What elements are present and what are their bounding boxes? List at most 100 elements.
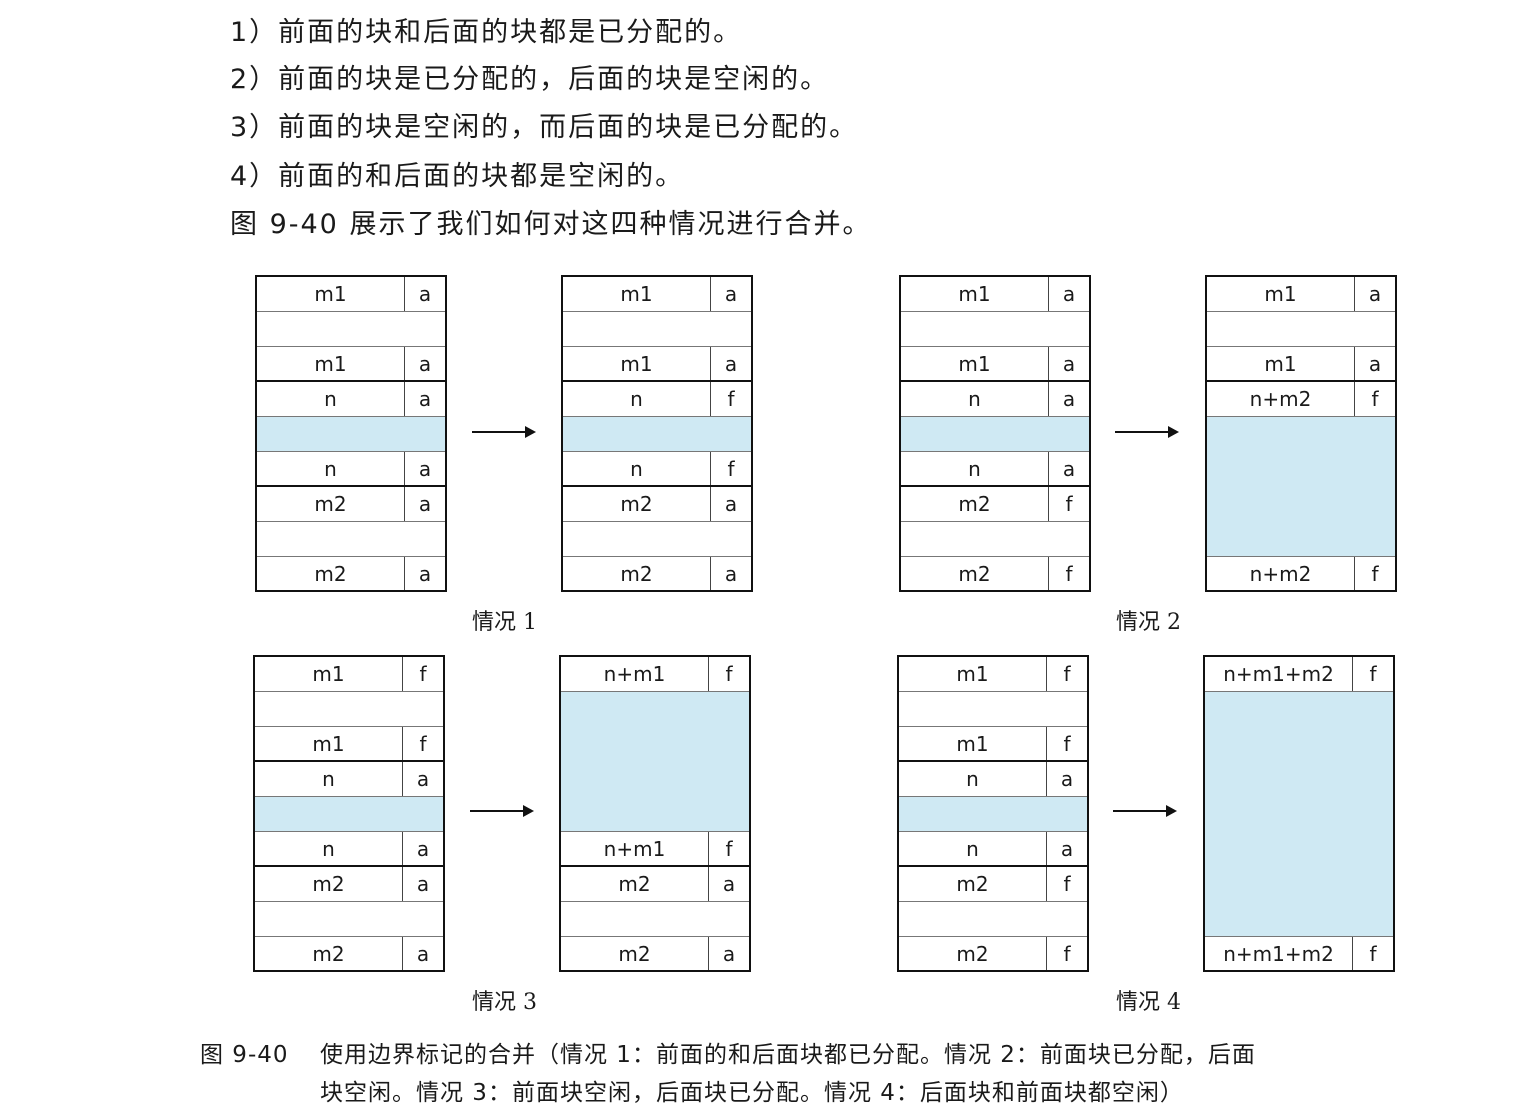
block-payload [899, 902, 1087, 937]
tag-alloc-flag: a [724, 352, 738, 376]
figure-caption-line-2: 块空闲。情况 3：前面块空闲，后面块已分配。情况 4：后面块和前面块都空闲） [320, 1080, 1184, 1106]
tag-alloc-flag: f [1371, 562, 1379, 586]
tag-size: n [563, 382, 711, 416]
tag-alloc-flag: a [416, 767, 430, 791]
tag-alloc-flag: f [727, 387, 735, 411]
free-payload [255, 797, 443, 832]
tag-size: n [901, 382, 1049, 416]
tag-size: m2 [901, 487, 1049, 521]
tag-size: n [899, 762, 1047, 796]
figure-caption-line-1: 使用边界标记的合并（情况 1：前面的和后面块都已分配。情况 2：前面块已分配，后… [320, 1042, 1256, 1068]
tag-alloc-flag: a [722, 872, 736, 896]
boundary-tag: m1 a [257, 347, 445, 382]
tag-alloc-flag: a [724, 492, 738, 516]
block-payload [563, 312, 751, 347]
tag-size: m1 [257, 347, 405, 380]
intro-item-3: 3）前面的块是空闲的，而后面的块是已分配的。 [230, 112, 859, 143]
tag-size: m1 [899, 657, 1047, 691]
free-payload [257, 417, 445, 452]
block-payload [901, 522, 1089, 557]
free-payload [901, 417, 1089, 452]
tag-size: m2 [563, 557, 711, 590]
block-payload [1207, 312, 1395, 347]
tag-size: m1 [901, 347, 1049, 380]
tag-alloc-flag: a [1368, 282, 1382, 306]
block-payload [563, 522, 751, 557]
tag-alloc-flag: a [418, 352, 432, 376]
tag-size: m2 [561, 937, 709, 970]
tag-alloc-flag: a [1062, 282, 1076, 306]
tag-alloc-flag: a [1062, 457, 1076, 481]
intro-item-2: 2）前面的块是已分配的，后面的块是空闲的。 [230, 64, 830, 95]
tag-size: m1 [255, 657, 403, 691]
boundary-tag: m2 a [257, 557, 445, 592]
tag-size: m1 [257, 277, 405, 311]
block-payload [255, 692, 443, 727]
block-payload [255, 902, 443, 937]
block-payload [257, 312, 445, 347]
tag-alloc-flag: f [419, 662, 427, 686]
tag-alloc-flag: a [418, 387, 432, 411]
arrow-case-2 [1115, 426, 1179, 438]
boundary-tag: n+m2 f [1207, 382, 1395, 417]
tag-size: n [257, 452, 405, 485]
tag-alloc-flag: f [725, 662, 733, 686]
arrow-case-3 [470, 805, 534, 817]
tag-alloc-flag: a [416, 872, 430, 896]
tag-size: m2 [899, 867, 1047, 901]
tag-size: n+m1+m2 [1205, 937, 1353, 970]
tag-size: n+m2 [1207, 382, 1355, 416]
merged-free-payload [1207, 417, 1395, 557]
boundary-tag: m1 a [901, 347, 1089, 382]
tag-size: n+m1 [561, 832, 709, 865]
tag-size: m2 [255, 937, 403, 970]
case-label-4: 情况 4 [1116, 990, 1181, 1015]
tag-alloc-flag: a [722, 942, 736, 966]
tag-alloc-flag: a [1062, 387, 1076, 411]
free-payload [899, 797, 1087, 832]
figure-number: 图 9-40 [200, 1042, 289, 1068]
tag-alloc-flag: f [419, 732, 427, 756]
case-label-3: 情况 3 [472, 990, 537, 1015]
tag-size: n [255, 762, 403, 796]
tag-size: m2 [257, 557, 405, 590]
tag-alloc-flag: a [416, 942, 430, 966]
tag-alloc-flag: a [418, 562, 432, 586]
tag-alloc-flag: a [418, 282, 432, 306]
arrow-case-1 [472, 426, 536, 438]
boundary-tag: m1 a [257, 277, 445, 312]
case-label-1: 情况 1 [472, 610, 537, 635]
tag-alloc-flag: f [1371, 387, 1379, 411]
merged-free-payload [561, 692, 749, 832]
intro-item-1: 1）前面的块和后面的块都是已分配的。 [230, 17, 743, 48]
tag-alloc-flag: a [1062, 352, 1076, 376]
tag-alloc-flag: a [418, 457, 432, 481]
tag-alloc-flag: f [1369, 662, 1377, 686]
tag-alloc-flag: f [1063, 942, 1071, 966]
